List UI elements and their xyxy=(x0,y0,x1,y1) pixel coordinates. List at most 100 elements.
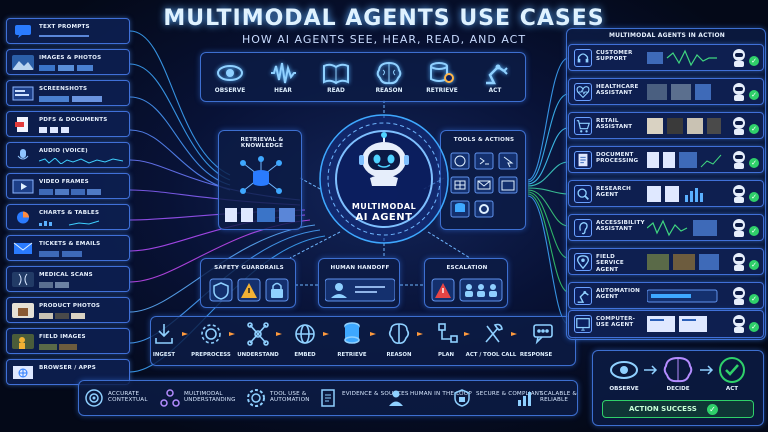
usecase-computer-use: COMPUTER-USE AGENT ✓ xyxy=(568,310,764,338)
handbag-icon xyxy=(12,303,34,318)
pipeline-icons xyxy=(155,322,553,346)
capability-reason: REASON xyxy=(375,88,403,94)
document-icon xyxy=(321,389,335,407)
page-subtitle: HOW AI AGENTS SEE, HEAR, READ, AND ACT xyxy=(241,33,527,46)
embed-sphere-icon xyxy=(295,324,315,344)
input-images-photos: IMAGES & PHOTOS xyxy=(6,49,130,75)
feature-label: HUMAN IN THE LOOP xyxy=(410,391,472,397)
input-pdfs-documents: PDFs & DOCUMENTS xyxy=(6,111,130,137)
heart-pulse-icon xyxy=(574,83,592,101)
escalation-icons xyxy=(431,278,503,302)
check-icon: ✓ xyxy=(749,260,759,270)
magnifier-icon xyxy=(574,185,592,203)
feature-label: SECURE & COMPLIANT xyxy=(476,391,543,397)
core-label-line2: AI AGENT xyxy=(355,212,413,223)
team-icon xyxy=(465,284,497,297)
eye-icon xyxy=(217,65,243,81)
ear-icon xyxy=(574,219,592,237)
input-video-frames: VIDEO FRAMES xyxy=(6,173,130,199)
feature-label: ACCURATE CONTEXTUAL xyxy=(108,391,148,404)
shield-icon xyxy=(213,282,229,300)
feature-label: MULTIMODAL UNDERSTANDING xyxy=(184,391,236,404)
pipeline-step: EMBED xyxy=(294,352,316,358)
agent-avatar-icon xyxy=(733,287,745,305)
handoff-label: HUMAN HANDOFF xyxy=(330,265,390,271)
input-charts-tables: CHARTS & TABLES xyxy=(6,204,130,230)
usecase-label: COMPUTER-USE AGENT xyxy=(596,316,636,329)
tools-actions-panel: TOOLS & ACTIONS xyxy=(440,130,526,230)
open-book-icon xyxy=(323,63,349,85)
check-icon: ✓ xyxy=(749,192,759,202)
video-play-icon xyxy=(12,179,34,194)
features-bar xyxy=(78,380,578,416)
tools-title: TOOLS & ACTIONS xyxy=(453,137,515,143)
feature-accurate: ACCURATE CONTEXTUAL xyxy=(84,388,154,410)
feature-label: SCALABLE & RELIABLE xyxy=(540,391,577,404)
retrieval-title: RETRIEVAL & KNOWLEDGE xyxy=(240,137,284,150)
usecase-label: CUSTOMER SUPPORT xyxy=(596,50,633,63)
success-label: ACTION SUCCESS xyxy=(629,405,697,413)
capability-observe: OBSERVE xyxy=(214,88,246,94)
plan-flow-icon xyxy=(438,323,458,343)
xray-scan-icon xyxy=(12,272,34,287)
usecase-label: AUTOMATION AGENT xyxy=(596,288,641,301)
cart-icon xyxy=(574,117,592,135)
lock-icon xyxy=(271,289,283,298)
database-search-icon xyxy=(430,62,454,83)
feature-secure: SECURE & COMPLIANT xyxy=(452,388,543,410)
check-icon: ✓ xyxy=(749,124,759,134)
robot-head-icon xyxy=(359,132,409,186)
knowledge-graph-database-icon xyxy=(240,156,282,194)
pipeline-step: UNDERSTAND xyxy=(237,352,279,358)
feature-scalable: SCALABLE & RELIABLE xyxy=(516,388,578,410)
pipeline-step: RETRIEVE xyxy=(337,352,367,358)
capability-read: READ xyxy=(327,88,345,94)
feature-label: TOOL USE & AUTOMATION xyxy=(270,391,310,404)
input-label: PDFs & DOCUMENTS xyxy=(39,117,108,123)
bar-growth-icon xyxy=(518,392,531,406)
pdf-document-icon xyxy=(15,117,28,132)
loop-observe: OBSERVE xyxy=(609,386,639,392)
input-label: IMAGES & PHOTOS xyxy=(39,55,102,61)
lock-shield-icon xyxy=(454,389,470,407)
in-action-title: MULTIMODAL AGENTS IN ACTION xyxy=(608,32,726,39)
feature-evidence: EVIDENCE & SOURCES xyxy=(318,388,408,410)
usecase-automation: AUTOMATION AGENT ✓ xyxy=(568,282,764,309)
input-tickets-emails: TICKETS & EMAILS xyxy=(6,235,130,261)
usecase-label: FIELD SERVICE AGENT xyxy=(596,254,624,273)
pipeline-step: REASON xyxy=(386,352,412,358)
screenshot-icon xyxy=(12,86,34,101)
input-label: CHARTS & TABLES xyxy=(39,210,100,216)
capabilities-panel xyxy=(200,52,526,102)
check-icon: ✓ xyxy=(749,56,759,66)
check-icon: ✓ xyxy=(749,90,759,100)
ingest-icon xyxy=(155,324,173,344)
pie-chart-icon xyxy=(17,211,29,224)
agent-avatar-icon xyxy=(733,185,745,203)
usecase-label: HEALTHCARE ASSISTANT xyxy=(596,84,639,97)
capability-retrieve: RETRIEVE xyxy=(426,88,458,94)
usecase-accessibility: ACCESSIBILITY ASSISTANT ✓ xyxy=(568,214,764,241)
input-label: MEDICAL SCANS xyxy=(39,272,93,278)
capability-hear: HEAR xyxy=(274,88,292,94)
agent-avatar-icon xyxy=(733,219,745,237)
landscape-photo-icon xyxy=(12,55,34,70)
pipeline-step: ACT / TOOL CALL xyxy=(465,352,517,358)
usecase-label: RESEARCH AGENT xyxy=(596,186,632,199)
escalation-panel: ESCALATION xyxy=(424,258,508,308)
pipeline-step: PREPROCESS xyxy=(191,352,231,358)
human-handoff-panel: HUMAN HANDOFF xyxy=(318,258,400,308)
response-chat-icon xyxy=(533,324,553,345)
pipeline-step: RESPONSE xyxy=(519,352,553,358)
usecase-label: DOCUMENT PROCESSING xyxy=(596,152,639,165)
safety-label: SAFETY GUARDRAILS xyxy=(214,265,284,271)
input-label: TEXT PROMPTS xyxy=(39,24,90,30)
brain-icon xyxy=(376,61,402,85)
feature-human-loop: HUMAN IN THE LOOP xyxy=(386,388,472,410)
agent-avatar-icon xyxy=(733,151,745,169)
document-thumbnails xyxy=(225,208,295,222)
agent-avatar-icon xyxy=(733,83,745,101)
human-operator-icon xyxy=(325,278,395,302)
feature-multimodal: MULTIMODAL UNDERSTANDING xyxy=(160,388,240,410)
usecase-label: ACCESSIBILITY ASSISTANT xyxy=(596,220,645,233)
